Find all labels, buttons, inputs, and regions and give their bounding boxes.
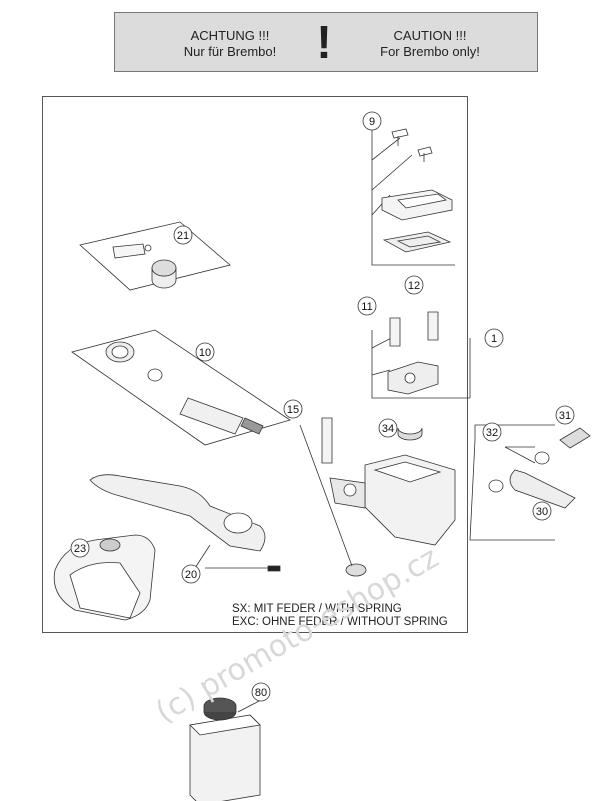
callout-20: 20 (185, 569, 197, 581)
spring-note: SX: MIT FEDER / WITH SPRING EXC: OHNE FE… (232, 603, 448, 629)
hose-fittings-group (469, 424, 591, 541)
callout-1: 1 (491, 333, 497, 345)
caution-english: CAUTION !!! For Brembo only! (355, 28, 505, 60)
callout-9: 9 (369, 116, 375, 128)
callout-10: 10 (199, 347, 211, 359)
caution-box: ACHTUNG !!! Nur für Brembo! ! CAUTION !!… (114, 12, 538, 72)
piston-assembly-group (71, 329, 291, 446)
brake-fluid-can (189, 697, 261, 801)
piston-kit-group (79, 221, 231, 291)
exclamation-icon: ! (316, 16, 332, 68)
spring-note-line1: SX: MIT FEDER / WITH SPRING (232, 603, 402, 615)
spring-note-line2: EXC: OHNE FEDER / WITHOUT SPRING (232, 616, 448, 628)
callout-11: 11 (361, 301, 372, 313)
callout-32: 32 (486, 427, 498, 439)
callout-12: 12 (408, 280, 420, 292)
caution-german-line2: Nur für Brembo! (183, 44, 277, 59)
master-cylinder-body (299, 338, 471, 577)
caution-german: ACHTUNG !!! Nur für Brembo! (155, 28, 305, 60)
callout-21: 21 (177, 230, 189, 242)
parts-frame (42, 96, 468, 633)
caution-english-line1: CAUTION !!! (393, 28, 467, 43)
lever-guard (53, 534, 156, 621)
callout-15: 15 (287, 404, 299, 416)
callout-80: 80 (255, 687, 267, 699)
caution-english-line2: For Brembo only! (380, 44, 480, 59)
callout-34: 34 (382, 423, 394, 435)
callout-23: 23 (74, 543, 86, 555)
callout-30: 30 (536, 506, 548, 518)
clamp-group (371, 311, 470, 399)
reservoir-cap-group (371, 128, 455, 266)
caution-german-line1: ACHTUNG !!! (190, 28, 270, 43)
brake-lever (89, 474, 281, 572)
callout-31: 31 (559, 410, 571, 422)
